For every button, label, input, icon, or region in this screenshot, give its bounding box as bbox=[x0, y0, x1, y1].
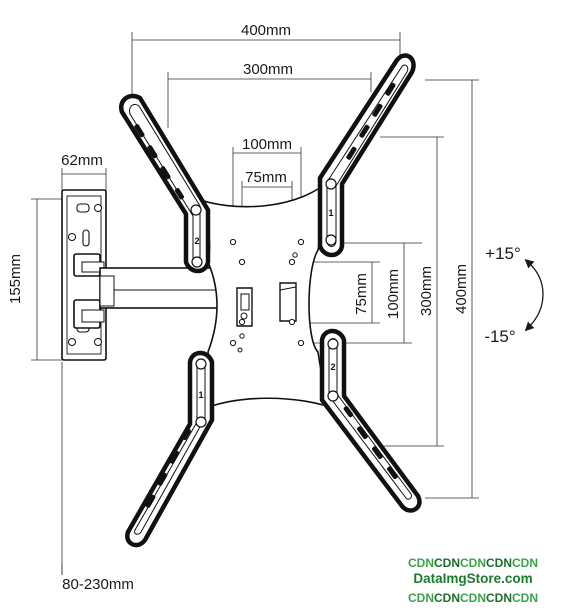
dim-label-75mm-height: 75mm bbox=[353, 273, 370, 315]
arm-number-upper-left: 2 bbox=[194, 236, 199, 246]
arm-lower-left: 1 bbox=[125, 350, 215, 548]
swing-arm bbox=[99, 267, 219, 309]
tilt-down-label: -15° bbox=[484, 327, 515, 346]
center-plate-details bbox=[229, 238, 305, 353]
watermark-text: CDN bbox=[434, 556, 460, 570]
dim-label-75mm-width: 75mm bbox=[245, 169, 287, 186]
watermark-text: CDN bbox=[460, 556, 486, 570]
watermark-text: CDN bbox=[460, 591, 486, 605]
watermark-text: CDN bbox=[512, 591, 538, 605]
dim-label-400mm-height: 400mm bbox=[453, 264, 470, 314]
wall-plate bbox=[61, 189, 107, 361]
arm-upper-right: 1 bbox=[317, 53, 416, 258]
arm-upper-left: 2 bbox=[118, 93, 211, 274]
arm-number-lower-right: 2 bbox=[330, 362, 335, 372]
center-plate bbox=[192, 175, 339, 413]
watermark-text: CDN bbox=[486, 591, 512, 605]
dim-label-62mm: 62mm bbox=[61, 152, 103, 169]
watermark-text: CDN bbox=[512, 556, 538, 570]
watermark-bottom-row: CDNCDNCDNCDNCDN bbox=[398, 591, 548, 605]
tilt-up-label: +15° bbox=[485, 244, 521, 263]
watermark-text: CDN bbox=[434, 591, 460, 605]
watermark-top-row: CDNCDNCDNCDNCDN bbox=[398, 556, 548, 570]
dim-label-155mm: 155mm bbox=[7, 254, 24, 304]
dim-label-extension: 80-230mm bbox=[62, 576, 134, 593]
dim-label-300mm-height: 300mm bbox=[418, 266, 435, 316]
watermark-text: CDN bbox=[408, 556, 434, 570]
watermark-text: CDN bbox=[408, 591, 434, 605]
dim-label-100mm-width: 100mm bbox=[242, 136, 292, 153]
watermark-site: DataImgStore.com bbox=[413, 571, 533, 586]
watermark-text: CDN bbox=[486, 556, 512, 570]
dim-label-400mm-width: 400mm bbox=[241, 22, 291, 39]
arm-number-lower-left: 1 bbox=[198, 390, 203, 400]
arm-lower-right: 2 bbox=[319, 328, 422, 513]
tilt-arc-arrow bbox=[524, 258, 544, 332]
arm-number-upper-right: 1 bbox=[328, 208, 333, 218]
dim-label-100mm-height: 100mm bbox=[385, 269, 402, 319]
dim-label-300mm-width: 300mm bbox=[243, 61, 293, 78]
